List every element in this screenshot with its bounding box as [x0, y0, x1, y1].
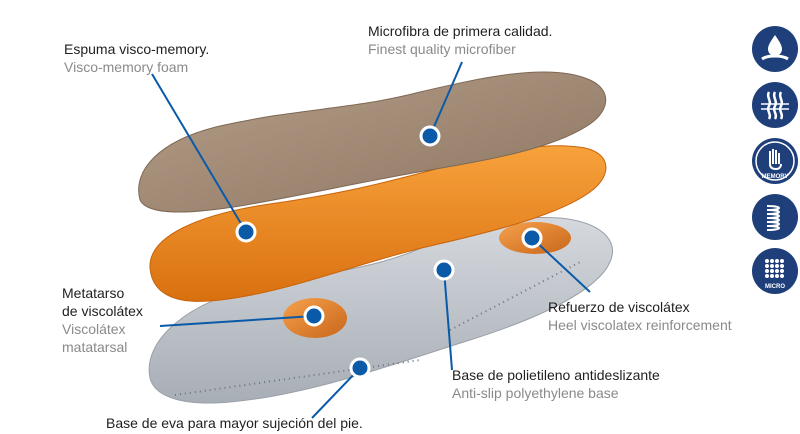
label-base-es: Base de polietileno antideslizante	[452, 367, 660, 383]
label-visco-memory: Espuma visco-memory. Visco-memory foam	[64, 40, 209, 76]
callout-line-heel	[531, 237, 591, 293]
callout-line-metatarsal	[159, 315, 315, 327]
label-eva-es: Base de eva para mayor sujeción del pie.	[106, 415, 363, 431]
label-microfiber: Microfibra de primera calidad. Finest qu…	[368, 22, 552, 58]
callout-line-base	[443, 269, 453, 371]
micro-icon-text: MICRO	[765, 284, 785, 290]
label-base-en: Anti-slip polyethylene base	[452, 385, 619, 401]
label-heel-en: Heel viscolatex reinforcement	[548, 317, 732, 333]
label-visco-memory-es: Espuma visco-memory.	[64, 41, 210, 57]
callout-line-microfiber	[429, 61, 463, 137]
memory-icon-text: MEMORY	[762, 174, 789, 180]
label-microfiber-en: Finest quality microfiber	[368, 41, 516, 57]
micro-dots-icon: MICRO	[752, 248, 798, 294]
label-heel: Refuerzo de viscolátex Heel viscolatex r…	[548, 298, 732, 334]
label-base: Base de polietileno antideslizante Anti-…	[452, 366, 660, 402]
label-metatarsal-en-2: matatarsal	[62, 339, 128, 355]
label-metatarsal-es-2: de viscolátex	[62, 303, 143, 319]
marker-microfiber	[419, 125, 441, 147]
marker-base	[433, 259, 455, 281]
callout-line-visco	[151, 73, 247, 233]
label-eva: Base de eva para mayor sujeción del pie.	[106, 414, 363, 432]
microfiber-top-layer	[138, 71, 607, 213]
label-visco-memory-en: Visco-memory foam	[64, 59, 189, 75]
label-metatarsal-en-1: Viscolátex	[62, 321, 126, 337]
visco-memory-foam-layer	[149, 145, 607, 302]
callout-markers	[235, 125, 543, 379]
breathable-icon	[752, 82, 798, 128]
marker-visco	[235, 221, 257, 243]
label-metatarsal-es-1: Metatarso	[62, 285, 125, 301]
label-metatarsal: Metatarso de viscolátex Viscolátex matat…	[62, 284, 143, 356]
label-microfiber-es: Microfibra de primera calidad.	[368, 23, 553, 39]
marker-metatarsal	[303, 305, 325, 327]
memory-hand-icon: MEMORY	[752, 138, 798, 184]
spring-icon	[752, 194, 798, 240]
marker-eva	[349, 357, 371, 379]
label-heel-es: Refuerzo de viscolátex	[548, 299, 690, 315]
marker-heel	[521, 227, 543, 249]
callout-line-eva	[311, 367, 361, 419]
water-drop-icon	[752, 26, 798, 72]
